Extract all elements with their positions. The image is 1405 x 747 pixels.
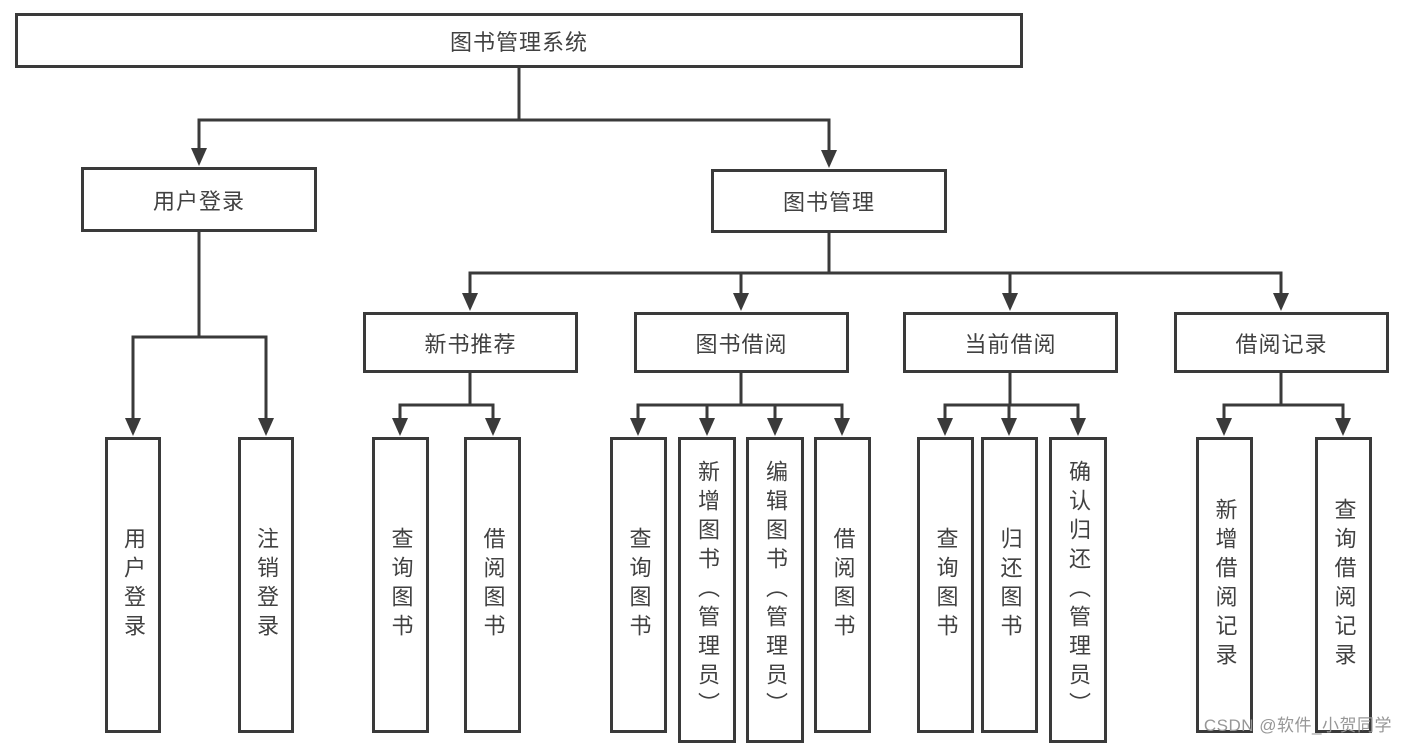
leaf-return-books: 归还图书 bbox=[981, 437, 1038, 733]
leaf-label: 查询借阅记录 bbox=[1331, 498, 1357, 672]
leaf-user-login: 用户登录 bbox=[105, 437, 161, 733]
leaf-label: 查询图书 bbox=[933, 527, 959, 643]
node-book-borrowing: 图书借阅 bbox=[634, 312, 849, 373]
leaf-borrow-books: 借阅图书 bbox=[464, 437, 521, 733]
leaf-query-books: 查询图书 bbox=[372, 437, 429, 733]
csdn-watermark: CSDN @软件_小贺同学 bbox=[1203, 716, 1392, 735]
leaf-label: 注销登录 bbox=[254, 527, 279, 643]
leaf-label: 查询图书 bbox=[388, 527, 414, 643]
leaf-logout: 注销登录 bbox=[238, 437, 294, 733]
node-label: 新书推荐 bbox=[424, 331, 517, 357]
leaf-label: 借阅图书 bbox=[830, 527, 856, 643]
leaf-label: 编辑图书（管理员） bbox=[763, 459, 788, 721]
leaf-query-books: 查询图书 bbox=[917, 437, 974, 733]
node-label: 借阅记录 bbox=[1235, 331, 1328, 357]
leaf-add-books-admin: 新增图书（管理员） bbox=[678, 437, 736, 743]
node-current-borrowing: 当前借阅 bbox=[903, 312, 1118, 373]
leaf-confirm-return-admin: 确认归还（管理员） bbox=[1049, 437, 1107, 743]
node-label: 当前借阅 bbox=[964, 331, 1057, 357]
leaf-query-books: 查询图书 bbox=[610, 437, 667, 733]
node-user-login: 用户登录 bbox=[81, 167, 317, 232]
leaf-label: 用户登录 bbox=[121, 527, 146, 643]
node-label: 图书管理系统 bbox=[449, 29, 588, 55]
node-label: 图书借阅 bbox=[695, 331, 788, 357]
leaf-borrow-books: 借阅图书 bbox=[814, 437, 871, 733]
node-borrowing-records: 借阅记录 bbox=[1174, 312, 1389, 373]
leaf-edit-books-admin: 编辑图书（管理员） bbox=[746, 437, 804, 743]
node-library-management-system: 图书管理系统 bbox=[15, 13, 1023, 68]
node-new-book-recommendation: 新书推荐 bbox=[363, 312, 578, 373]
leaf-label: 新增图书（管理员） bbox=[695, 459, 720, 721]
leaf-label: 确认归还（管理员） bbox=[1066, 459, 1091, 721]
node-label: 图书管理 bbox=[782, 190, 875, 215]
node-book-management: 图书管理 bbox=[711, 169, 947, 233]
leaf-label: 借阅图书 bbox=[480, 527, 506, 643]
node-label: 用户登录 bbox=[152, 188, 245, 214]
leaf-query-borrow-record: 查询借阅记录 bbox=[1315, 437, 1372, 733]
leaf-label: 归还图书 bbox=[997, 527, 1023, 643]
leaf-add-borrow-record: 新增借阅记录 bbox=[1196, 437, 1253, 733]
leaf-label: 新增借阅记录 bbox=[1212, 498, 1238, 672]
leaf-label: 查询图书 bbox=[626, 527, 652, 643]
